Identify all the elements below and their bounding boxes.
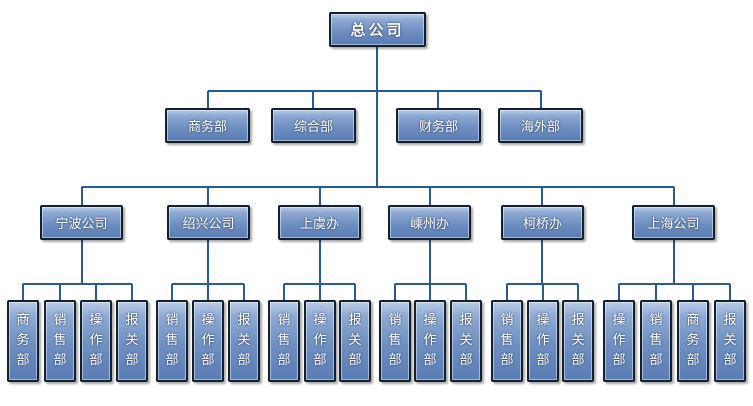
dept-node-label: 财务部 — [418, 120, 458, 135]
unit-node-label: 销售部 — [53, 313, 67, 368]
unit-node[interactable]: 操作部 — [304, 300, 336, 382]
unit-node[interactable]: 报关部 — [228, 300, 260, 382]
branch-node-label: 嵊州办 — [409, 217, 449, 232]
root-node-label: 总公司 — [350, 21, 405, 39]
branch-node-shanghai[interactable]: 上海公司 — [632, 205, 715, 240]
dept-node-overseas[interactable]: 海外部 — [498, 108, 583, 143]
branch-node-keqiao[interactable]: 柯桥办 — [501, 205, 584, 240]
dept-node-commerce[interactable]: 商务部 — [165, 108, 250, 143]
unit-node-label: 报关部 — [125, 313, 139, 368]
branch-node-label: 上海公司 — [647, 217, 700, 232]
unit-node[interactable]: 操作部 — [603, 300, 635, 382]
unit-node[interactable]: 报关部 — [116, 300, 148, 382]
unit-node-label: 销售部 — [500, 313, 514, 368]
branch-node-label: 柯桥办 — [522, 217, 562, 232]
branch-node-label: 绍兴公司 — [182, 217, 235, 232]
unit-node-label: 商务部 — [686, 313, 700, 368]
dept-node-label: 商务部 — [187, 120, 227, 135]
unit-node-label: 操作部 — [536, 313, 550, 368]
branch-node-label: 上虞办 — [299, 217, 339, 232]
unit-node-label: 报关部 — [237, 313, 251, 368]
unit-node-label: 操作部 — [423, 313, 437, 368]
unit-node[interactable]: 销售部 — [491, 300, 523, 382]
branch-node-shaoxing[interactable]: 绍兴公司 — [167, 205, 250, 240]
unit-node[interactable]: 商务部 — [677, 300, 709, 382]
unit-node[interactable]: 操作部 — [192, 300, 224, 382]
unit-node-label: 报关部 — [459, 313, 473, 368]
unit-node-label: 报关部 — [571, 313, 585, 368]
unit-node[interactable]: 销售部 — [640, 300, 672, 382]
unit-node[interactable]: 报关部 — [339, 300, 371, 382]
unit-node[interactable]: 销售部 — [379, 300, 411, 382]
unit-node[interactable]: 操作部 — [527, 300, 559, 382]
dept-node-label: 综合部 — [293, 120, 333, 135]
unit-node-label: 操作部 — [201, 313, 215, 368]
unit-node[interactable]: 销售部 — [268, 300, 300, 382]
unit-node[interactable]: 商务部 — [7, 300, 39, 382]
unit-node-label: 销售部 — [165, 313, 179, 368]
unit-node[interactable]: 操作部 — [414, 300, 446, 382]
branch-node-label: 宁波公司 — [55, 217, 108, 232]
unit-node-label: 销售部 — [277, 313, 291, 368]
unit-node-label: 操作部 — [89, 313, 103, 368]
unit-node[interactable]: 销售部 — [44, 300, 76, 382]
unit-node[interactable]: 操作部 — [80, 300, 112, 382]
branch-node-shengzhou[interactable]: 嵊州办 — [388, 205, 471, 240]
unit-node-label: 报关部 — [723, 313, 737, 368]
branch-node-shangyu[interactable]: 上虞办 — [278, 205, 361, 240]
unit-node-label: 销售部 — [649, 313, 663, 368]
unit-node-label: 操作部 — [612, 313, 626, 368]
unit-node[interactable]: 报关部 — [714, 300, 746, 382]
dept-node-label: 海外部 — [520, 120, 560, 135]
dept-node-general[interactable]: 综合部 — [271, 108, 356, 143]
unit-node[interactable]: 销售部 — [156, 300, 188, 382]
unit-node-label: 销售部 — [388, 313, 402, 368]
branch-node-ningbo[interactable]: 宁波公司 — [40, 205, 123, 240]
root-node-head-office[interactable]: 总公司 — [329, 12, 426, 47]
unit-node-label: 商务部 — [16, 313, 30, 368]
dept-node-finance[interactable]: 财务部 — [396, 108, 481, 143]
unit-node[interactable]: 报关部 — [562, 300, 594, 382]
unit-node-label: 报关部 — [348, 313, 362, 368]
unit-node[interactable]: 报关部 — [450, 300, 482, 382]
unit-node-label: 操作部 — [313, 313, 327, 368]
